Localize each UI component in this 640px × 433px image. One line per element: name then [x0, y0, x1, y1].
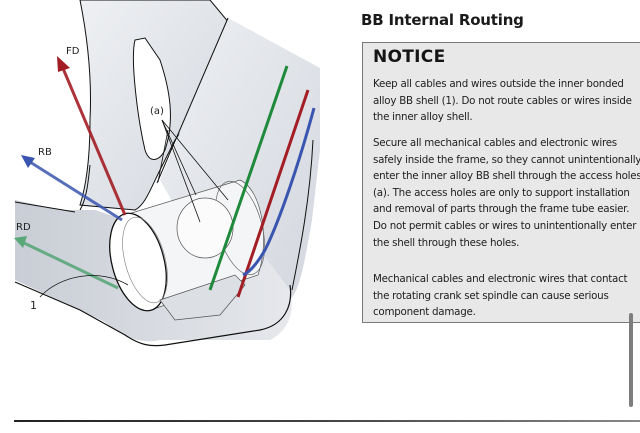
- rd-label: RD: [16, 222, 31, 233]
- section-title: BB Internal Routing: [361, 11, 524, 29]
- bb-routing-diagram: FD RB RD (a) 1: [14, 0, 320, 347]
- notice-paragraph: Mechanical cables and electronic wires t…: [373, 273, 628, 319]
- green-cable: [208, 65, 289, 291]
- notice-box: NOTICE Keep all cables and wires outside…: [362, 42, 640, 323]
- fd-arrow: [57, 56, 127, 216]
- blue-cable: [242, 107, 316, 277]
- access-holes-label: (a): [150, 106, 164, 117]
- notice-title: NOTICE: [373, 47, 446, 67]
- fd-label: FD: [66, 46, 80, 57]
- access-hole-leaders: [157, 119, 229, 223]
- frame-slot: [132, 37, 171, 160]
- footer-divider: [14, 420, 640, 422]
- bb-shell-leader: [39, 275, 129, 298]
- rb-arrow: [21, 155, 123, 222]
- vertical-scrollbar[interactable]: [629, 313, 633, 407]
- rb-label: RB: [38, 147, 52, 158]
- red-cable: [236, 89, 310, 298]
- frame-illustration: [14, 0, 320, 347]
- bb-shell-label: 1: [30, 299, 37, 312]
- notice-paragraph: Keep all cables and wires outside the in…: [373, 78, 632, 124]
- rd-arrow: [14, 236, 119, 290]
- notice-paragraph: Secure all mechanical cables and electro…: [373, 137, 640, 249]
